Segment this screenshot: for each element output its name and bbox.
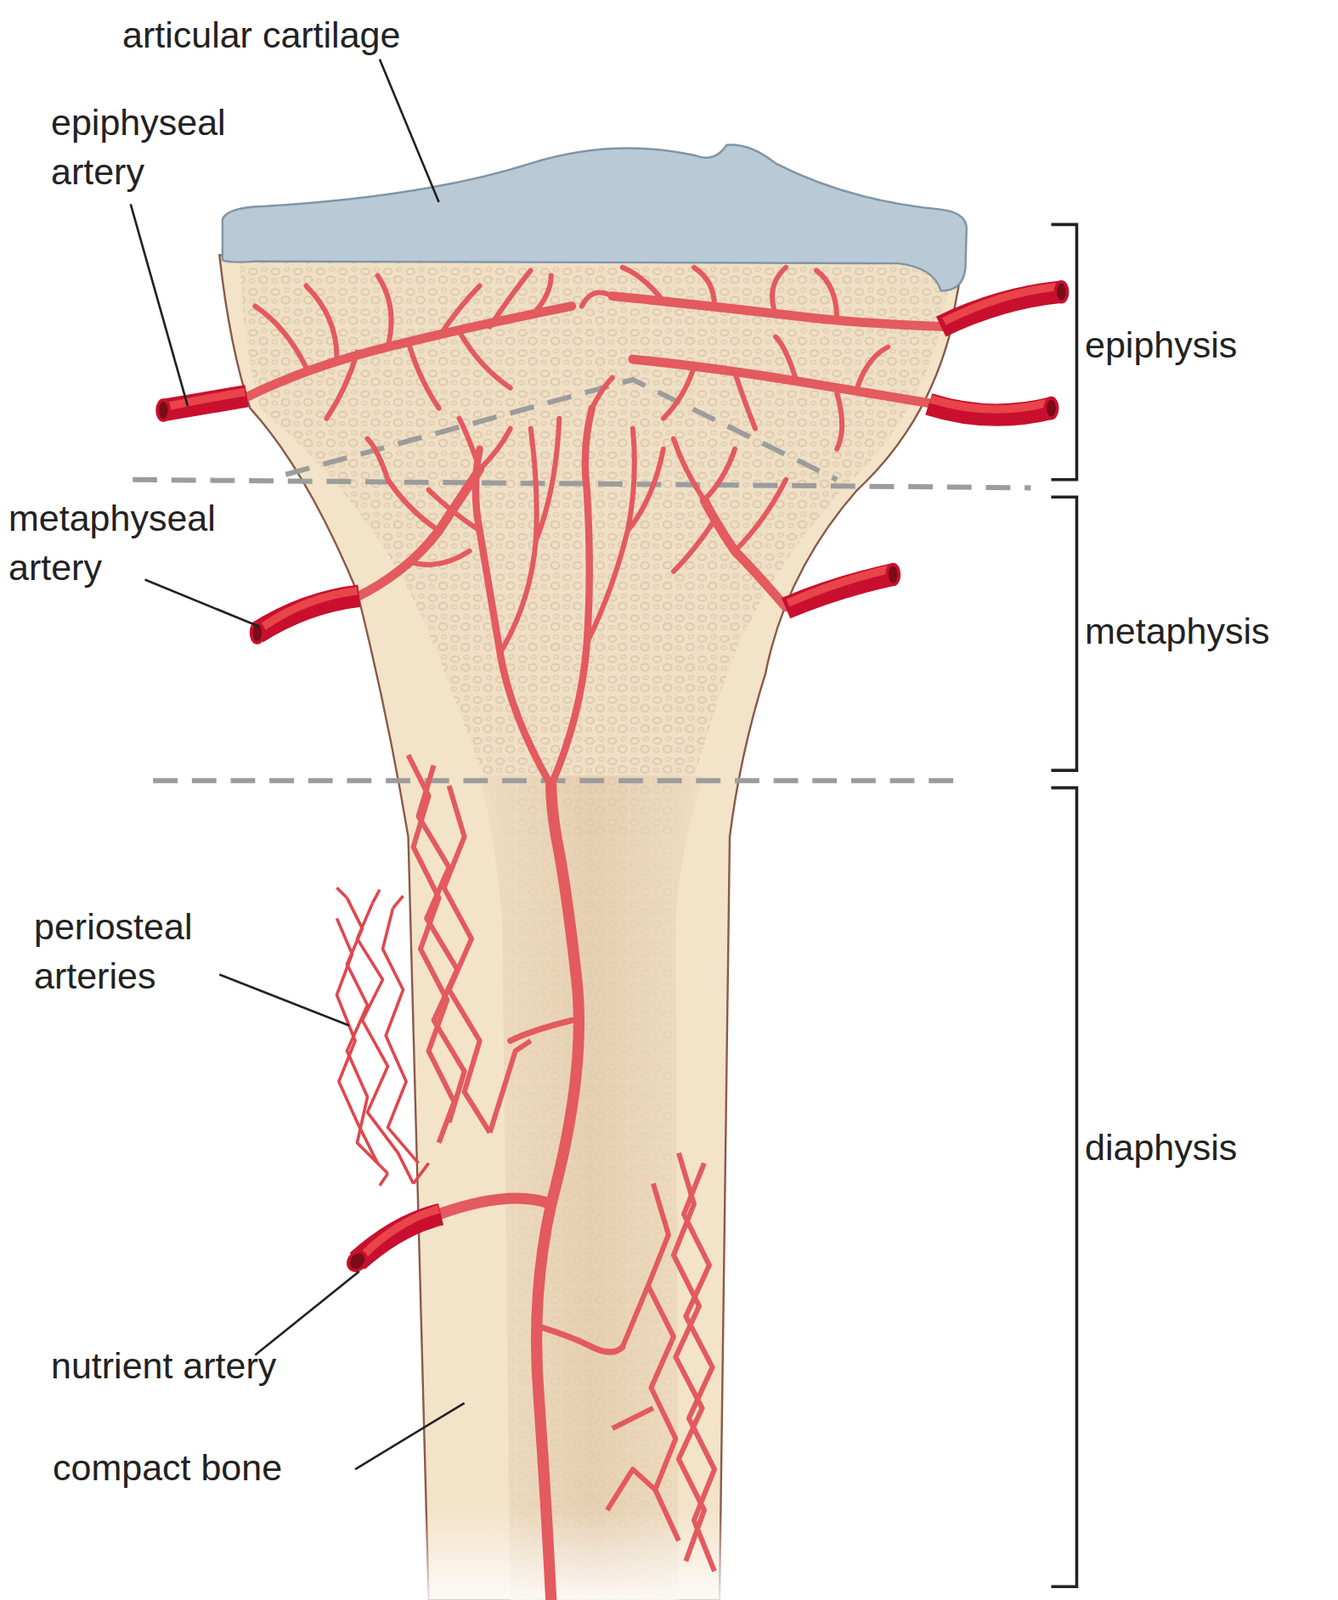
part-label: epiphyseal artery: [50, 97, 296, 197]
region-brackets: [1050, 224, 1077, 1587]
articular-cartilage: [222, 145, 967, 292]
part-label: metaphyseal artery: [8, 493, 264, 593]
internal-vessels: [244, 267, 944, 1600]
leader-lines: [130, 59, 465, 1470]
external-arteries: [157, 282, 1068, 1276]
bone: [219, 254, 965, 1600]
part-label: diaphysis: [1084, 1123, 1237, 1173]
dashed-boundaries: [132, 379, 1031, 781]
part-label: articular cartilage: [122, 10, 401, 60]
part-label: epiphysis: [1084, 320, 1237, 370]
part-label: nutrient artery: [50, 1341, 277, 1391]
part-label: compact bone: [52, 1443, 283, 1493]
part-label: metaphysis: [1084, 606, 1270, 656]
part-label: periosteal arteries: [33, 902, 279, 1001]
vessel-mesh: [336, 755, 715, 1572]
